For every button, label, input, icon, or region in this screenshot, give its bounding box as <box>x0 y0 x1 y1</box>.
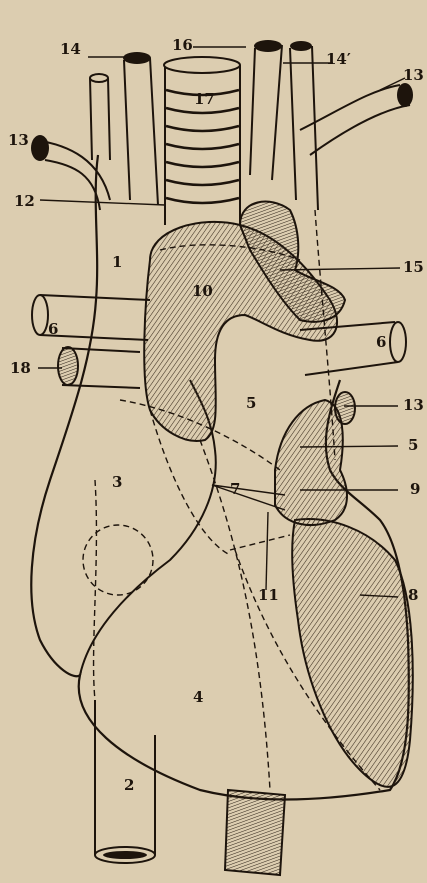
vessel-14p-opening <box>290 41 312 51</box>
label-14-prime: 14′ <box>326 52 351 67</box>
label-4: 4 <box>193 690 203 705</box>
left-jugular-opening <box>90 74 108 82</box>
left-pulmonary-opening <box>32 295 48 335</box>
label-3: 3 <box>112 475 122 490</box>
label-15: 15 <box>403 260 424 275</box>
vessel-13-lower-opening <box>335 392 355 424</box>
label-2: 2 <box>124 778 134 793</box>
label-5-center: 5 <box>246 396 256 411</box>
label-12: 12 <box>14 194 35 209</box>
label-13-top-right: 13 <box>403 68 424 83</box>
label-9: 9 <box>410 482 420 497</box>
vessel-18-opening <box>58 347 78 385</box>
label-8: 8 <box>408 588 418 603</box>
label-11: 11 <box>258 588 279 603</box>
right-carotid-opening <box>254 40 282 52</box>
label-6-right: 6 <box>376 335 386 350</box>
trachea-opening <box>164 57 240 73</box>
label-5-right: 5 <box>408 438 418 453</box>
right-pulmonary-opening <box>390 322 406 362</box>
left-subclavian-opening <box>31 135 49 161</box>
label-16: 16 <box>172 38 193 53</box>
descending-vessel <box>225 790 285 875</box>
right-branch-opening <box>397 83 413 107</box>
label-1: 1 <box>112 255 122 270</box>
label-10: 10 <box>192 284 213 299</box>
label-17: 17 <box>194 92 215 107</box>
label-7: 7 <box>230 482 240 497</box>
label-13-top-left: 13 <box>8 133 29 148</box>
label-18: 18 <box>10 361 31 376</box>
left-carotid-opening <box>123 52 151 64</box>
label-6-left: 6 <box>48 322 58 337</box>
label-14: 14 <box>60 42 81 57</box>
label-13-right: 13 <box>403 398 424 413</box>
ivc-lumen <box>103 851 147 859</box>
